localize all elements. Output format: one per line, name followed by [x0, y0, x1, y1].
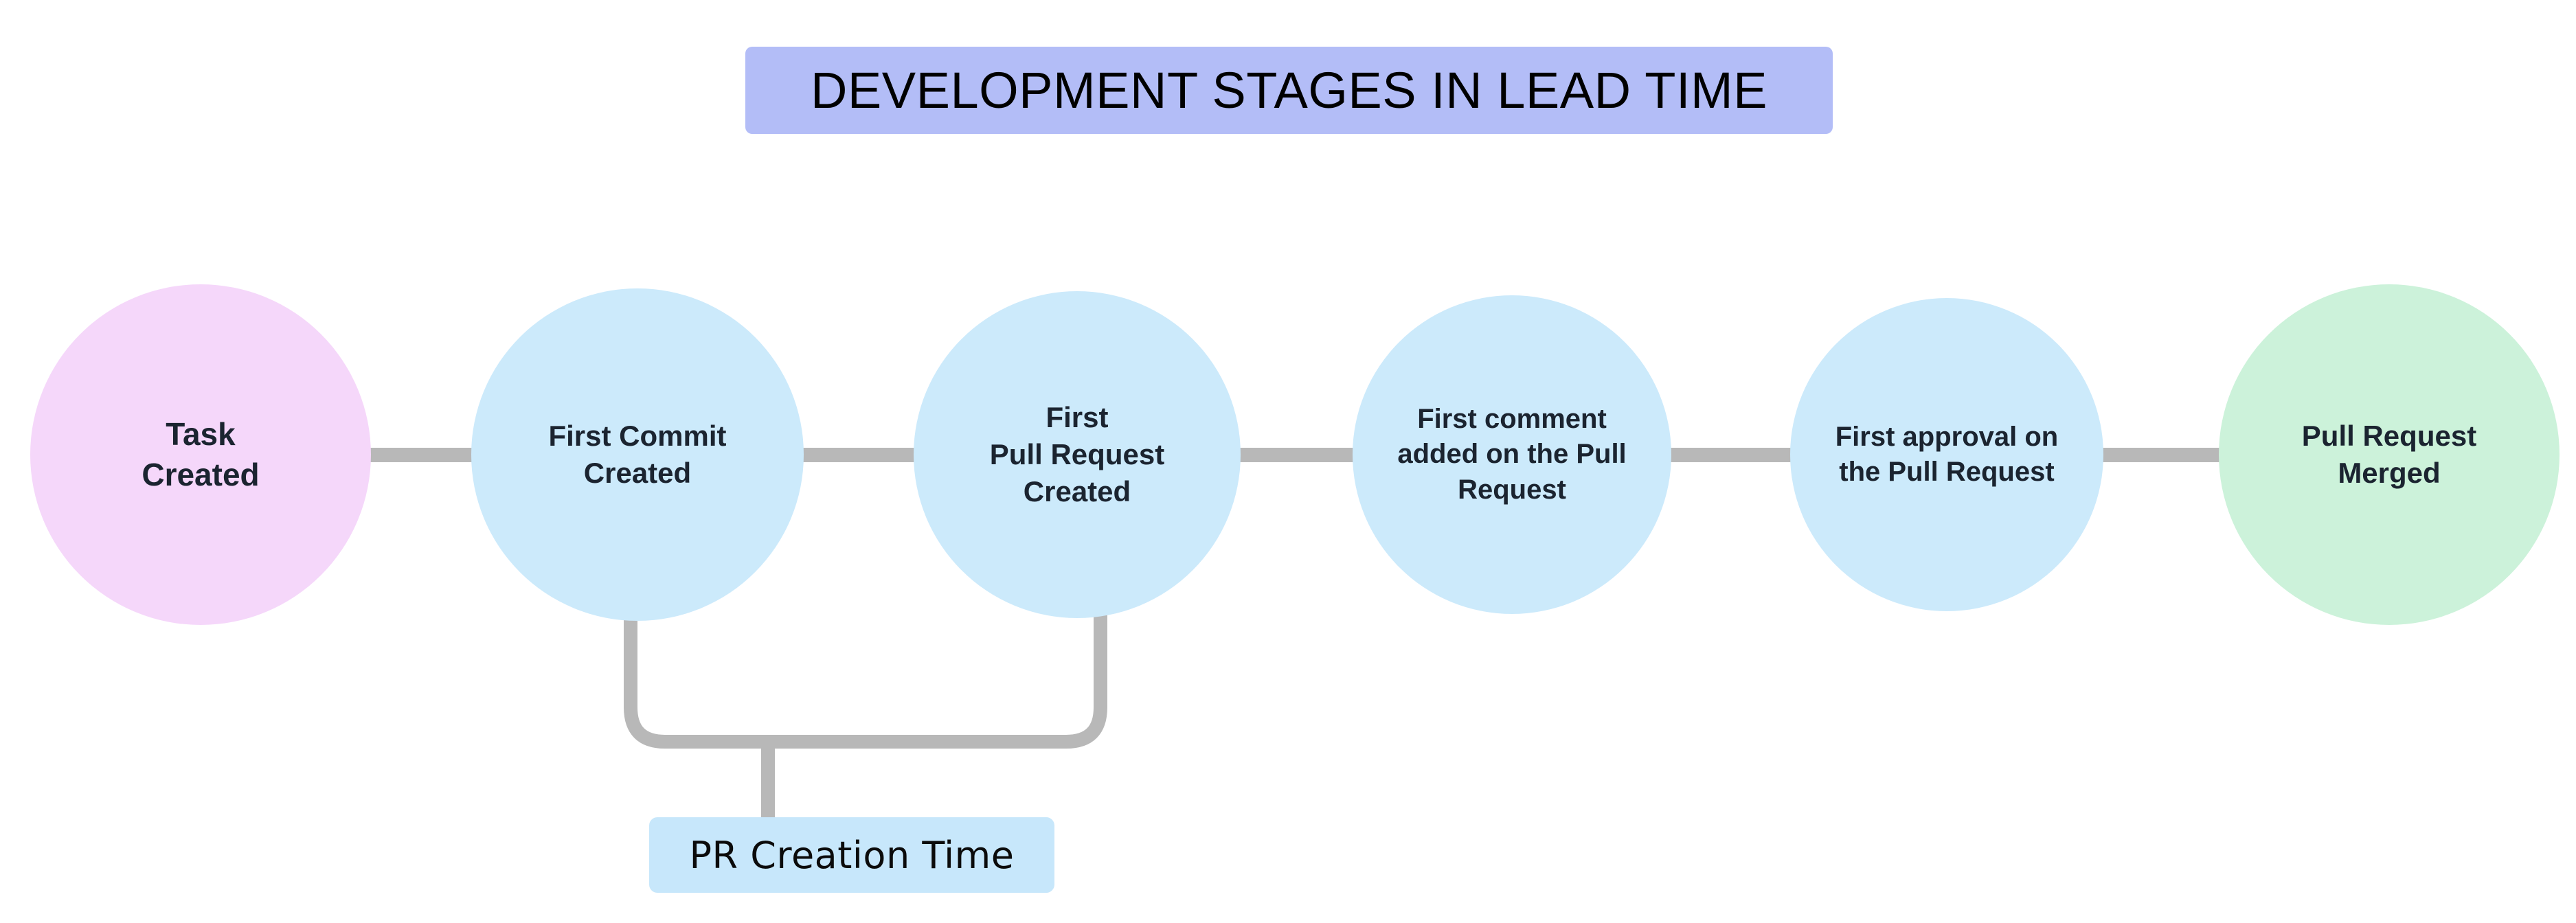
stage-first-commit-created[interactable]: First Commit Created [471, 288, 804, 621]
connector-pr-to-comment [1232, 448, 1359, 462]
pr-creation-time-bracket [624, 604, 1107, 749]
connector-task-to-commit [363, 448, 484, 462]
pr-creation-time-bracket-stem [761, 739, 775, 820]
diagram-title-box: DEVELOPMENT STAGES IN LEAD TIME [745, 47, 1833, 134]
connector-commit-to-pr [795, 448, 922, 462]
stage-label-first-commit-created: First Commit Created [548, 420, 727, 489]
stage-label-pull-request-merged: Pull Request Merged [2301, 420, 2477, 489]
stage-label-first-comment-added: First comment added on the Pull Request [1397, 404, 1627, 505]
stage-pull-request-merged[interactable]: Pull Request Merged [2219, 284, 2560, 625]
stage-task-created[interactable]: Task Created [30, 284, 371, 625]
pr-creation-time-label-text: PR Creation Time [689, 833, 1015, 877]
pr-creation-time-label[interactable]: PR Creation Time [649, 817, 1054, 893]
stage-first-pull-request-created[interactable]: First Pull Request Created [914, 291, 1241, 618]
connector-approval-to-merged [2093, 448, 2228, 462]
stage-label-task-created: Task Created [142, 416, 260, 492]
stage-label-first-approval: First approval on the Pull Request [1835, 421, 2059, 487]
page-title: DEVELOPMENT STAGES IN LEAD TIME [810, 61, 1768, 119]
stage-first-comment-added[interactable]: First comment added on the Pull Request [1353, 295, 1671, 614]
stage-label-first-pull-request-created: First Pull Request Created [989, 401, 1165, 508]
connector-comment-to-approval [1664, 448, 1797, 462]
stage-first-approval[interactable]: First approval on the Pull Request [1790, 298, 2103, 611]
